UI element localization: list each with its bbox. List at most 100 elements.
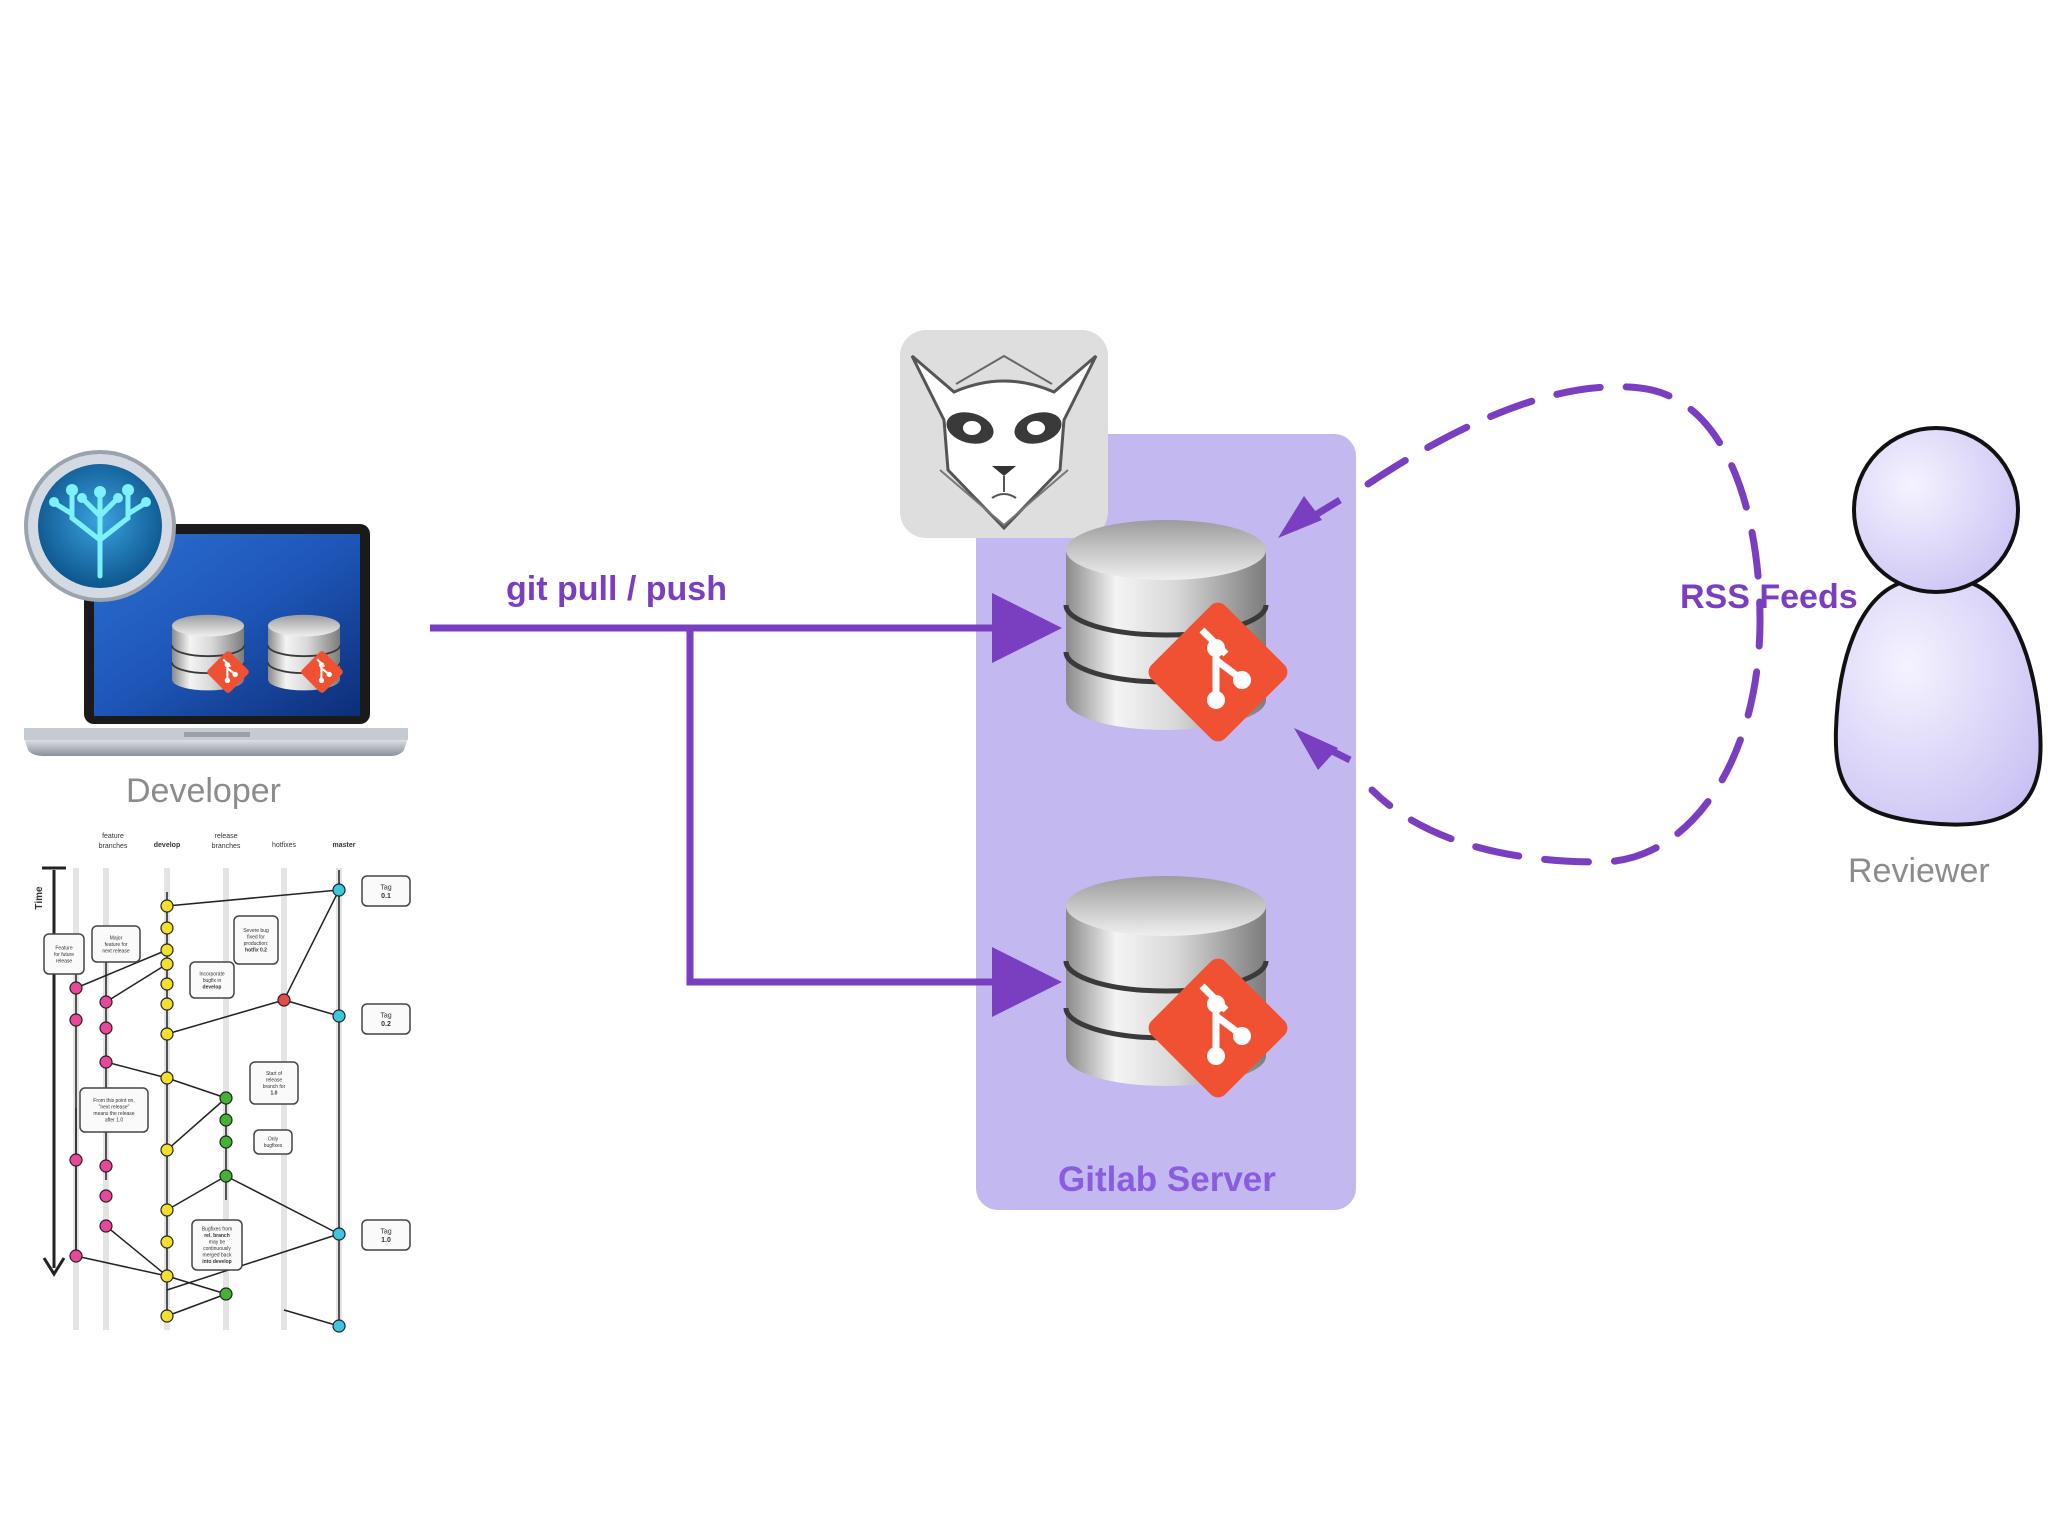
time-label: Time xyxy=(34,886,45,910)
note-box xyxy=(233,915,279,965)
note-text: Bugfixes from xyxy=(202,1227,233,1233)
note-box xyxy=(253,1129,293,1155)
column-heading: branches xyxy=(99,843,128,850)
merge-line xyxy=(166,1077,227,1099)
note-text: bugfix in xyxy=(203,978,222,984)
column-heading: feature xyxy=(102,833,124,840)
merge-line xyxy=(105,1061,168,1079)
column-heading: branches xyxy=(212,843,241,850)
developer-label: Developer xyxy=(126,772,281,810)
note-box xyxy=(43,933,85,975)
commit-dot xyxy=(219,1113,233,1127)
note-text: continuously xyxy=(203,1246,231,1252)
commit-dot xyxy=(69,1153,83,1167)
note-text: 0.2 xyxy=(381,1021,391,1028)
commit-dot xyxy=(99,1159,113,1173)
commit-dot xyxy=(160,1071,174,1085)
merge-line xyxy=(166,1175,227,1211)
gitlab-cat-icon xyxy=(900,330,1108,538)
note-text: bugfixes xyxy=(264,1143,283,1149)
note-text: Severe bug xyxy=(243,928,269,934)
note-text: Only xyxy=(268,1137,279,1143)
commit-dot xyxy=(160,997,174,1011)
column-heading: hotfixes xyxy=(272,842,297,849)
note-text: production: xyxy=(244,941,269,947)
time-arrow xyxy=(42,1257,66,1277)
merge-line xyxy=(166,1293,227,1317)
note-text: rel. branch xyxy=(204,1233,230,1239)
commit-dot xyxy=(99,1055,113,1069)
rss-feeds-loop xyxy=(1278,383,1764,866)
commit-dot xyxy=(332,1227,346,1241)
note-text: "next release" xyxy=(99,1105,130,1111)
commit-dot xyxy=(160,1309,174,1323)
column-heading: master xyxy=(333,842,356,849)
commit-dot xyxy=(160,1027,174,1041)
note-text: may be xyxy=(209,1240,226,1246)
note-text: release xyxy=(56,958,73,964)
merge-line xyxy=(283,999,340,1017)
gitlab-server-label: Gitlab Server xyxy=(1058,1160,1276,1199)
note-text: Tag xyxy=(380,1229,391,1236)
commit-dot xyxy=(332,883,346,897)
commit-dot xyxy=(160,957,174,971)
note-text: Feature xyxy=(55,945,72,951)
note-text: 1.0 xyxy=(381,1237,391,1244)
column-heading: develop xyxy=(154,842,180,849)
note-text: into develop xyxy=(202,1259,231,1265)
commit-dot xyxy=(160,977,174,991)
note-box xyxy=(189,961,235,999)
git-pull-push-label: git pull / push xyxy=(506,570,727,608)
note-text: branch for xyxy=(263,1084,286,1090)
commit-dot xyxy=(99,995,113,1009)
note-text: fixed for xyxy=(247,935,265,941)
merge-line xyxy=(166,1097,227,1151)
note-text: Start of xyxy=(266,1071,283,1077)
commit-dot xyxy=(160,1235,174,1249)
note-text: develop xyxy=(203,984,222,990)
note-text: feature for xyxy=(105,942,128,948)
note-text: merged back xyxy=(203,1253,232,1259)
merge-line xyxy=(166,999,285,1035)
column-heading: release xyxy=(215,833,238,840)
note-box xyxy=(79,1087,149,1133)
note-text: after 1.0 xyxy=(105,1118,124,1124)
git-pull-push-arrows xyxy=(430,593,1062,1017)
commit-dot xyxy=(160,899,174,913)
commit-dot xyxy=(69,1249,83,1263)
commit-dot xyxy=(219,1135,233,1149)
note-text: Incorporate xyxy=(199,971,225,977)
merge-line xyxy=(75,949,168,989)
merge-line xyxy=(225,1175,340,1235)
note-text: Tag xyxy=(380,885,391,892)
commit-dot xyxy=(160,1203,174,1217)
note-text: Tag xyxy=(380,1013,391,1020)
merge-line xyxy=(105,1225,168,1277)
tag-note xyxy=(361,875,411,907)
tag-note xyxy=(361,1219,411,1251)
merge-line xyxy=(105,963,168,1003)
note-text: next release xyxy=(102,948,129,954)
commit-dot xyxy=(219,1091,233,1105)
merge-line xyxy=(166,889,340,907)
commit-dot xyxy=(332,1009,346,1023)
note-text: means the release xyxy=(93,1111,134,1117)
note-box xyxy=(191,1219,243,1271)
note-text: 1.0 xyxy=(271,1091,278,1097)
note-text: From this point on, xyxy=(93,1098,134,1104)
merge-line xyxy=(75,1255,168,1277)
note-text: release xyxy=(266,1078,283,1084)
note-text: 0.1 xyxy=(381,893,391,900)
commit-dot xyxy=(99,1021,113,1035)
note-box xyxy=(249,1061,299,1105)
commit-dot xyxy=(99,1219,113,1233)
commit-dot xyxy=(160,921,174,935)
commit-dot xyxy=(219,1169,233,1183)
commit-dot xyxy=(160,943,174,957)
commit-dot xyxy=(277,993,291,1007)
sourcetree-icon xyxy=(24,450,176,602)
merge-line xyxy=(166,1275,227,1295)
note-text: Major xyxy=(110,935,123,941)
